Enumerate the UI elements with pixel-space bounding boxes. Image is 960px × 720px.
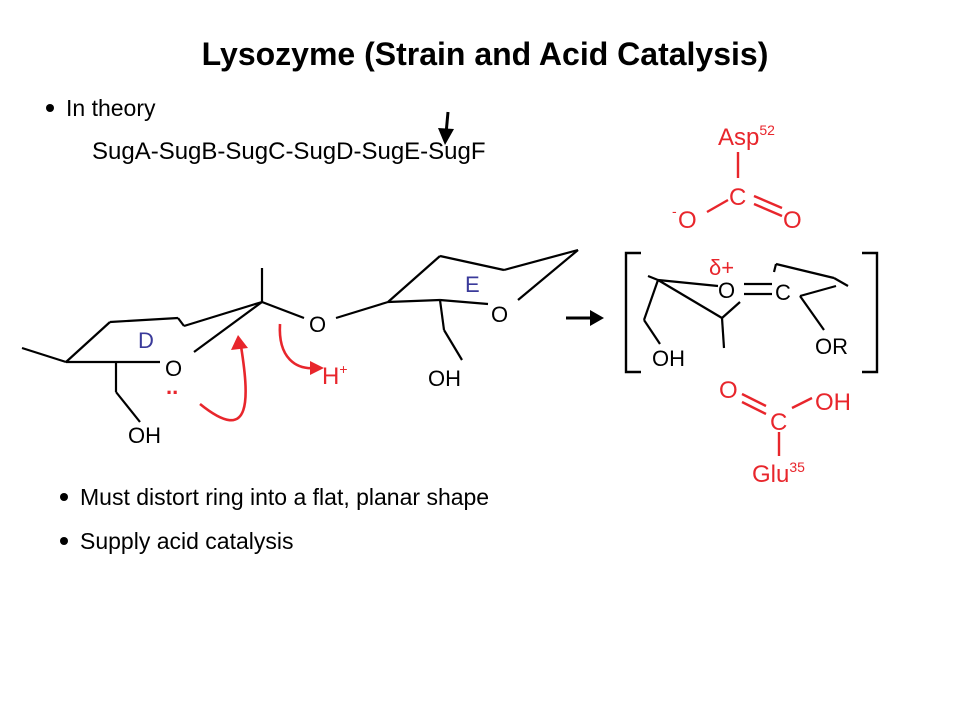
asp-label: Asp52 <box>718 122 775 151</box>
asp52-carboxylate <box>706 152 783 218</box>
transition-state-brackets <box>624 251 879 374</box>
glu-hydroxyl: OH <box>815 389 851 416</box>
ring-d-label: D <box>138 328 154 353</box>
bullet-text: In theory <box>66 95 156 121</box>
bullet-acid-catalysis: Supply acid catalysis <box>60 528 294 555</box>
bullet-text: Supply acid catalysis <box>80 528 294 554</box>
ring-e-oxygen: O <box>491 302 508 327</box>
electron-push-arrows <box>199 323 317 422</box>
transition-state-ring <box>642 262 849 349</box>
bullet-dot <box>60 536 68 545</box>
glycosidic-oxygen: O <box>309 312 326 337</box>
bullet-dot <box>60 492 68 501</box>
ts-hydroxyl: OH <box>652 346 685 371</box>
arrow-head-red <box>310 361 324 375</box>
ring-e-hydroxyl: OH <box>428 366 461 391</box>
lone-pair: .. <box>166 374 178 399</box>
anomeric-carbon: C <box>775 280 791 305</box>
slide-title: Lysozyme (Strain and Acid Catalysis) <box>201 36 769 72</box>
ring-e-label: E <box>465 272 480 297</box>
bullet-in-theory: In theory <box>46 95 156 122</box>
oxocarbenium-oxygen: O <box>718 278 735 303</box>
reaction-arrow-head <box>590 310 604 326</box>
glu35-carboxylic-acid <box>741 392 813 456</box>
bullet-dot <box>46 103 54 112</box>
arrow-head-red <box>231 335 248 350</box>
sugar-ring-e <box>387 248 579 361</box>
negative-charge: - <box>672 203 677 219</box>
bridge-bond <box>335 300 389 320</box>
asp-carbon: C <box>729 184 746 211</box>
glu-carbon: C <box>770 409 787 436</box>
glu-oxygen-carbonyl: O <box>719 377 738 404</box>
sugar-ring-d <box>21 268 305 423</box>
or-group: OR <box>815 334 848 359</box>
bullet-distort-ring: Must distort ring into a flat, planar sh… <box>60 484 489 511</box>
glu-label: Glu35 <box>752 459 805 488</box>
proton: H+ <box>322 361 348 390</box>
asp-oxygen-anion: O <box>678 207 697 234</box>
asp-oxygen-carbonyl: O <box>783 207 802 234</box>
bullet-text: Must distort ring into a flat, planar sh… <box>80 484 490 510</box>
ring-d-hydroxyl: OH <box>128 423 161 448</box>
cleavage-arrow <box>438 111 454 145</box>
ring-d-oxygen: O <box>165 356 182 381</box>
delta-plus: δ+ <box>709 255 734 280</box>
sugar-chain-text: SugA-SugB-SugC-SugD-SugE-SugF <box>92 138 486 165</box>
